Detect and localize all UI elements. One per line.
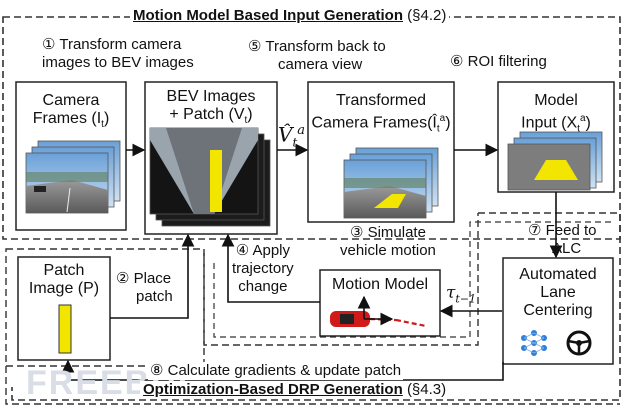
step-5-line1: ⑤ Transform back to bbox=[248, 38, 386, 55]
v-hat-label: V̂ta bbox=[278, 122, 306, 150]
optimization-section-ref: (§4.3) bbox=[406, 381, 447, 398]
transformed-patch bbox=[374, 194, 406, 208]
step-5-line2: camera view bbox=[278, 56, 363, 73]
alc-line1: Automated bbox=[519, 266, 597, 283]
step-7-line1: ⑦ Feed to bbox=[528, 222, 597, 239]
step-5-label: ⑤ Transform back to camera view bbox=[248, 38, 386, 74]
model-input-line1: Model bbox=[534, 92, 578, 109]
motion-section-title: Motion Model Based Input Generation (§4.… bbox=[130, 7, 450, 24]
step-4-line2: trajectory bbox=[232, 260, 294, 277]
step-4-line1: ④ Apply bbox=[235, 242, 290, 259]
optimization-section-title: Optimization-Based DRP Generation (§4.3) bbox=[140, 381, 450, 398]
patch-section-border bbox=[5, 248, 205, 367]
motion-model-label: Motion Model bbox=[331, 276, 429, 293]
alc-box bbox=[502, 257, 614, 365]
step-2-line1: ② Place bbox=[116, 270, 172, 287]
arrow-patch-to-bev bbox=[110, 233, 195, 319]
step-3-line2: vehicle motion bbox=[340, 242, 436, 259]
step-1-label: ① Transform camera images to BEV images bbox=[42, 36, 194, 72]
tau-label: τt−1 bbox=[446, 283, 477, 306]
bev-images-line1: BEV Images bbox=[166, 88, 256, 105]
steering-wheel-icon bbox=[566, 330, 592, 356]
patch-image-line1: Patch bbox=[43, 262, 85, 279]
bev-images-line2: + Patch (Vt) bbox=[169, 106, 253, 127]
optimization-section-border bbox=[11, 212, 621, 401]
outer-bottom-border bbox=[5, 366, 620, 405]
model-input-label: Model Input (Xta) bbox=[498, 92, 614, 139]
camera-frames-label: Camera Frames (It) bbox=[16, 92, 126, 134]
arrow-motion-to-bev bbox=[221, 233, 320, 303]
step-1-line1: ① Transform camera bbox=[42, 36, 182, 53]
camera-frames-line1: Camera bbox=[42, 92, 100, 109]
roi-patch bbox=[534, 160, 578, 180]
model-input-line2: Input (Xta) bbox=[521, 113, 591, 135]
patch-image-yellow bbox=[58, 304, 72, 354]
transformed-frames-line2: Camera Frames(Îta) bbox=[311, 113, 451, 135]
transformed-frames-label: Transformed Camera Frames(Îta) bbox=[308, 92, 454, 139]
step-7-label: ⑦ Feed to ALC bbox=[528, 222, 596, 258]
step-3-label: ③ Simulate vehicle motion bbox=[340, 224, 436, 260]
step-3-line1: ③ Simulate bbox=[349, 224, 426, 241]
bev-image-stack bbox=[149, 127, 271, 227]
vehicle-trajectory bbox=[330, 295, 427, 328]
bev-images-label: BEV Images + Patch (Vt) bbox=[145, 88, 277, 130]
transformed-frames-line1: Transformed bbox=[335, 92, 427, 109]
bev-patch bbox=[210, 150, 222, 212]
step-4-label: ④ Apply trajectory change bbox=[232, 242, 294, 296]
arrow-alc-to-patch bbox=[61, 359, 504, 381]
alc-label: Automated Lane Centering bbox=[503, 266, 613, 320]
step-7-line2: ALC bbox=[552, 240, 582, 257]
motion-section-title-text: Motion Model Based Input Generation bbox=[133, 7, 403, 24]
patch-image-line2: Image (P) bbox=[28, 280, 100, 297]
neural-network-icon bbox=[521, 330, 547, 356]
patch-image-label: Patch Image (P) bbox=[18, 262, 110, 298]
optimization-inner-border bbox=[213, 221, 614, 338]
step-4-line3: change bbox=[238, 278, 288, 295]
alc-line2: Lane bbox=[540, 284, 576, 301]
step-8-label: ⑧ Calculate gradients & update patch bbox=[148, 362, 404, 380]
transformed-frames-stack bbox=[343, 147, 439, 219]
step-1-line2: images to BEV images bbox=[42, 54, 194, 71]
alc-line3: Centering bbox=[523, 302, 593, 319]
optimization-section-title-text: Optimization-Based DRP Generation bbox=[143, 381, 403, 398]
step-6-label: ⑥ ROI filtering bbox=[450, 53, 547, 70]
motion-section-ref: (§4.2) bbox=[407, 7, 447, 24]
camera-frames-line2: Frames (It) bbox=[32, 110, 110, 131]
step-2-line2: patch bbox=[136, 288, 173, 305]
model-input-stack bbox=[507, 131, 603, 191]
camera-frames-stack bbox=[25, 140, 121, 214]
step-2-label: ② Place patch bbox=[116, 270, 173, 306]
